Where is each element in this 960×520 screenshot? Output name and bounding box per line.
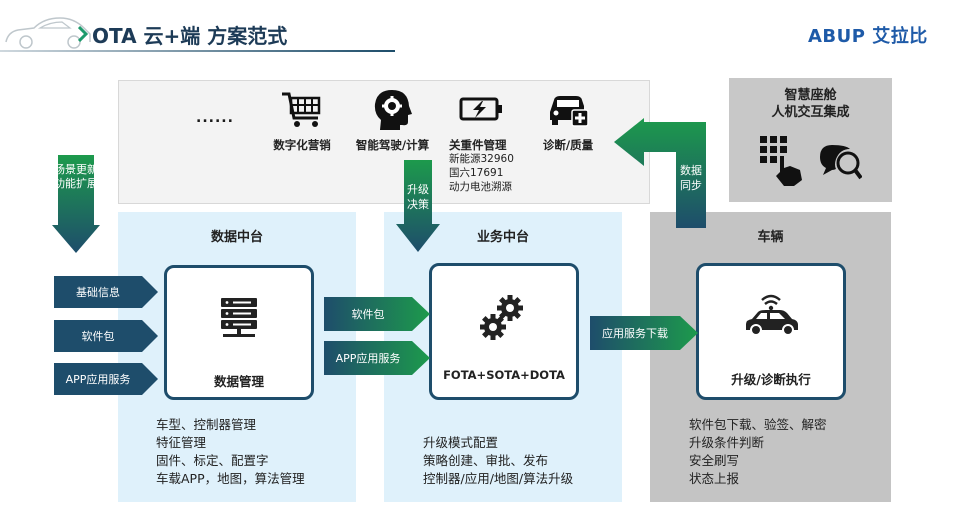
car-medical-icon [546,90,590,130]
data-platform-desc-2: 特征管理 [156,435,207,450]
touch-keypad-icon [760,136,808,186]
software-pkg-flow-label: 软件包 [351,308,385,321]
item-smart-driving-label: 智能驾驶/计算 [355,138,430,152]
vehicle-desc-1: 软件包下载、验签、解密 [689,417,827,432]
app-download-flow-label: 应用服务下载 [602,327,668,340]
app-service-flow-arrow [324,341,430,375]
ellipsis-text: ...... [196,110,234,126]
scene-update-down-arrow [52,155,100,253]
cockpit-title-line1: 智慧座舱 [784,88,837,103]
data-platform-title: 数据中台 [210,230,263,245]
item-digital-marketing-label: 数字化营销 [273,138,331,152]
data-sync-arrow [614,118,712,228]
data-sync-label-1: 数据 [680,164,702,177]
item-diagnosis-label: 诊断/质量 [542,138,594,152]
biz-platform-desc-1: 升级模式配置 [423,435,499,450]
brain-head-icon [372,88,412,130]
vehicle-desc-3: 安全刷写 [689,453,740,468]
car-outline-icon [4,8,94,50]
battery-icon [459,96,503,122]
brand-logo: ABUP 艾拉比 [808,26,928,47]
input-software-pkg-label: 软件包 [81,330,115,343]
upgrade-decision-label-1: 升级 [407,183,429,196]
input-basic-info-label: 基础信息 [76,286,120,299]
shopping-cart-icon [280,90,324,130]
vehicle-desc-4: 状态上报 [689,471,740,486]
biz-platform-desc-3: 控制器/应用/地图/算法升级 [423,471,574,486]
title-chevron-icon [78,26,88,42]
chat-search-icon [818,143,862,183]
connected-car-icon [742,292,800,342]
biz-platform-desc-2: 策略创建、审批、发布 [423,453,549,468]
software-pkg-flow-arrow [324,297,430,331]
data-platform-desc-4: 车载APP，地图，算法管理 [156,471,305,486]
key-parts-detail-3: 动力电池溯源 [449,181,512,193]
cockpit-panel [729,78,892,202]
ota-label: FOTA+SOTA+DOTA [443,368,565,382]
input-arrow-app-service [54,363,158,395]
ota-box [429,263,579,400]
upgrade-decision-down-arrow [396,160,440,252]
data-platform-desc-1: 车型、控制器管理 [156,417,257,432]
data-sync-label-2: 同步 [680,179,702,192]
business-platform-title: 业务中台 [476,230,529,245]
item-key-parts-label: 关重件管理 [449,138,507,152]
scene-update-label-2: 功能扩展 [54,177,98,190]
gears-icon [478,294,528,342]
input-arrow-software-pkg [54,320,158,352]
execution-label: 升级/诊断执行 [731,372,811,387]
data-platform-desc-3: 固件、标定、配置字 [156,453,269,468]
data-management-label: 数据管理 [213,374,264,389]
cockpit-title-line2: 人机交互集成 [771,105,850,120]
title-underline [0,50,395,52]
input-app-service-label: APP应用服务 [65,373,131,386]
vehicle-title: 车辆 [757,230,784,245]
key-parts-detail-1: 新能源32960 [449,153,514,165]
server-icon [219,298,259,338]
scene-update-label-1: 场景更新 [54,163,98,176]
key-parts-detail-2: 国六17691 [449,167,504,179]
execution-box [696,263,846,400]
page-title: OTA 云+端 方案范式 [92,24,288,48]
vehicle-desc-2: 升级条件判断 [689,435,765,450]
input-arrow-basic-info [54,276,158,308]
upgrade-decision-label-2: 决策 [407,198,429,211]
app-download-flow-arrow [590,316,698,350]
app-service-flow-label: APP应用服务 [335,352,401,365]
